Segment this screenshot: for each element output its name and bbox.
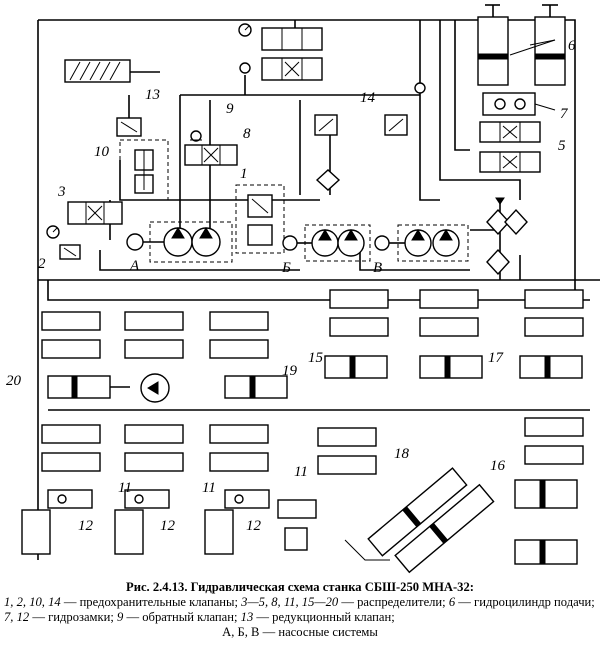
middle-actuators [47, 355, 583, 403]
label-12b: 12 [160, 518, 176, 534]
legend-keys-5: 13 [240, 610, 254, 624]
legend-keys-6: А, Б, В [222, 625, 260, 639]
hydro-lock-7 [482, 92, 556, 116]
top-distributor [238, 23, 323, 81]
label-18: 18 [394, 446, 410, 462]
legend-text-2: — гидроцилиндр подачи; [458, 595, 595, 609]
legend-keys-4: 9 [117, 610, 124, 624]
distributor-8 [184, 144, 238, 166]
figure-number: Рис. 2.4.13. [126, 580, 188, 594]
legend-text-3: — гидрозамки; [32, 610, 114, 624]
label-13: 13 [145, 87, 160, 103]
label-9: 9 [226, 101, 234, 117]
legend-keys-2: 6 [448, 595, 456, 609]
label-1: 1 [240, 166, 248, 182]
figure-title: Гидравлическая схема станка СБШ-250 МНА-… [190, 580, 474, 594]
label-12a: 12 [78, 518, 94, 534]
distributor-row-lower [41, 417, 584, 475]
label-15: 15 [308, 350, 324, 366]
hydraulic-schematic: 1 2 3 5 6 7 8 9 10 11 11 11 12 12 12 13 … [6, 4, 600, 574]
pump-system-V [374, 224, 469, 262]
feed-cylinders-6 [477, 4, 566, 86]
label-8: 8 [243, 126, 251, 142]
label-10: 10 [94, 144, 110, 160]
pump-system-A [126, 221, 233, 263]
label-6: 6 [568, 38, 576, 54]
pump-system-B [282, 224, 371, 262]
label-2: 2 [38, 256, 46, 272]
distributor-row-middle [41, 289, 584, 359]
legend-keys-3: 7, 12 [4, 610, 30, 624]
distributor-18-cylinders [344, 467, 495, 574]
reducing-valve-13 [116, 95, 142, 137]
safety-valve-2 [46, 225, 81, 260]
label-pump-A: А [129, 258, 140, 274]
hydro-locks-12 [21, 489, 317, 555]
figure-title-line: Рис. 2.4.13. Гидравлическая схема станка… [0, 580, 600, 595]
label-pump-V: В [373, 260, 382, 276]
label-7: 7 [560, 106, 569, 122]
label-11c: 11 [294, 464, 308, 480]
legend-last-line: А, Б, В — насосные системы [0, 625, 600, 640]
check-valve-9 [190, 130, 202, 142]
label-pump-B: Б [281, 260, 291, 276]
label-19: 19 [282, 363, 298, 379]
label-20: 20 [6, 373, 22, 389]
legend-text-0: — предохранительные клапаны; [63, 595, 239, 609]
right-actuators-16 [514, 479, 578, 565]
top-left-cylinder [64, 59, 160, 83]
legend-text-4: — обратный клапан; [126, 610, 238, 624]
legend-keys-0: 1, 2, 10, 14 [4, 595, 61, 609]
figure-legend: 1, 2, 10, 14 — предохранительные клапаны… [0, 595, 600, 625]
label-5: 5 [558, 138, 566, 154]
legend-text-6: — насосные системы [262, 625, 378, 639]
filters [315, 169, 528, 276]
distributor-3 [67, 201, 123, 225]
label-3: 3 [57, 184, 66, 200]
legend-text-1: — распределители; [341, 595, 446, 609]
safety-valves-14 [314, 82, 426, 136]
distributor-5 [479, 121, 541, 173]
safety-valve-10 [119, 139, 169, 201]
label-11a: 11 [118, 480, 132, 496]
figure-caption: Рис. 2.4.13. Гидравлическая схема станка… [0, 580, 600, 661]
legend-text-5: — редукционный клапан; [256, 610, 395, 624]
safety-valve-1 [235, 184, 285, 254]
label-12c: 12 [246, 518, 262, 534]
legend-keys-1: 3—5, 8, 11, 15—20 [241, 595, 339, 609]
label-11b: 11 [202, 480, 216, 496]
label-14: 14 [360, 90, 376, 106]
label-17: 17 [488, 350, 505, 366]
component-labels: 1 2 3 5 6 7 8 9 10 11 11 11 12 12 12 13 … [6, 38, 576, 534]
label-16: 16 [490, 458, 506, 474]
